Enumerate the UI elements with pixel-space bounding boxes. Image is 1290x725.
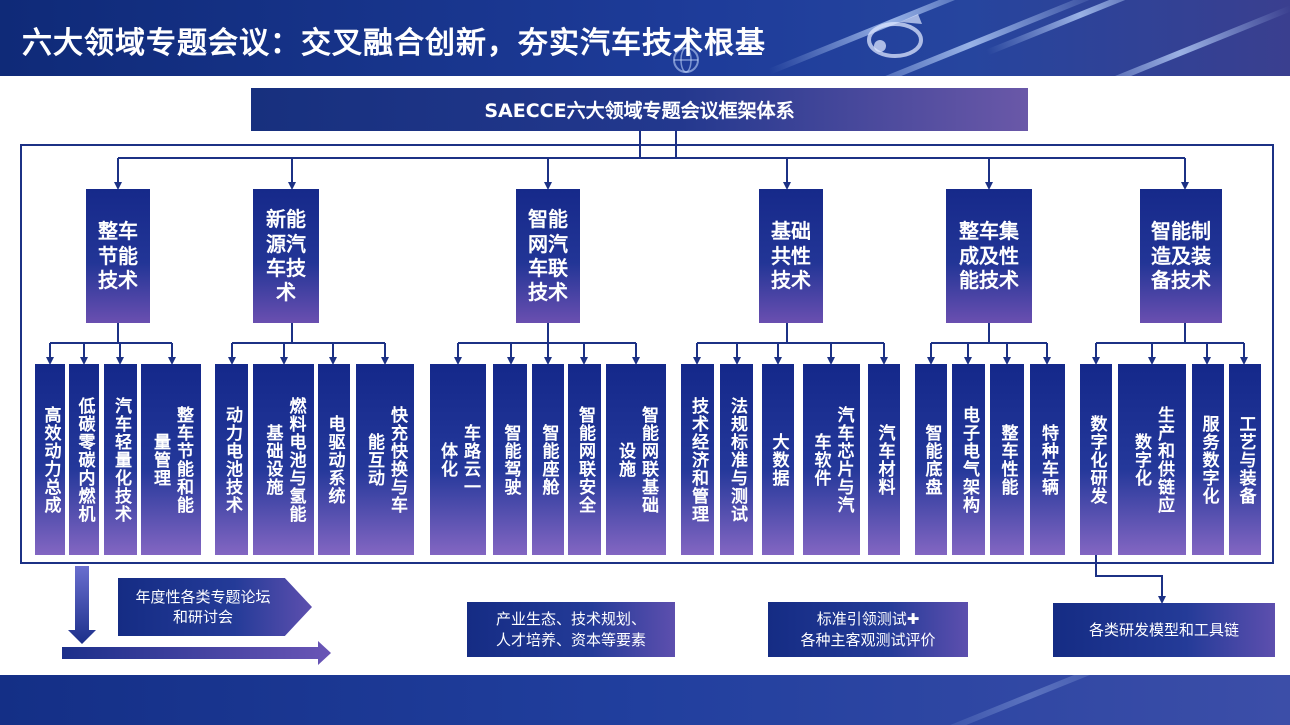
domain-label: 智能制 造及装 备技术 bbox=[1151, 219, 1211, 293]
subtopic-label: 大数据 bbox=[768, 432, 789, 487]
page-title: 六大领域专题会议：交叉融合创新，夯实汽车技术根基 bbox=[22, 26, 766, 61]
subtopic-label: 燃料电池与氢能基础设施 bbox=[262, 396, 306, 523]
subtopic-box: 电驱动系统 bbox=[318, 364, 350, 555]
subtopic-label: 智能网联安全 bbox=[574, 405, 595, 514]
subtopic-label: 法规标准与测试 bbox=[726, 396, 747, 523]
note-toolchain: 各类研发模型和工具链 bbox=[1053, 603, 1275, 657]
note-testing: 标准引领测试✚ 各种主客观测试评价 bbox=[768, 602, 968, 657]
subtopic-box: 汽车芯片与汽车软件 bbox=[803, 364, 860, 555]
subtopic-label: 电子电气架构 bbox=[958, 405, 979, 514]
subtopic-box: 智能底盘 bbox=[915, 364, 947, 555]
subtopic-box: 大数据 bbox=[762, 364, 794, 555]
subtopic-box: 快充快换与车能互动 bbox=[356, 364, 414, 555]
globe-icon bbox=[673, 47, 699, 73]
subtopic-box: 法规标准与测试 bbox=[720, 364, 753, 555]
subtopic-box: 汽车材料 bbox=[868, 364, 900, 555]
subtopic-label: 智能座舱 bbox=[538, 423, 559, 496]
subtopic-label: 智能驾驶 bbox=[500, 423, 521, 496]
subtopic-label: 电驱动系统 bbox=[324, 414, 345, 505]
subtopic-box: 汽车轻量化技术 bbox=[104, 364, 137, 555]
header-banner: 六大领域专题会议：交叉融合创新，夯实汽车技术根基 bbox=[0, 0, 1290, 76]
subtopic-box: 整车节能和能量管理 bbox=[141, 364, 201, 555]
subtopic-label: 汽车芯片与汽车软件 bbox=[810, 405, 854, 514]
subtopic-box: 数字化研发 bbox=[1080, 364, 1112, 555]
footer-band bbox=[0, 675, 1290, 725]
subtopic-box: 动力电池技术 bbox=[215, 364, 248, 555]
subtopic-label: 车路云一体化 bbox=[437, 423, 480, 496]
domain-intelligent-connected-vehicle: 智能 网汽 车联 技术 bbox=[516, 189, 580, 323]
decorative-streak bbox=[908, 675, 1152, 725]
domain-basic-common-tech: 基础 共性 技术 bbox=[759, 189, 823, 323]
subtopic-label: 整车节能和能量管理 bbox=[150, 405, 193, 514]
subtopic-box: 技术经济和管理 bbox=[681, 364, 714, 555]
subtopic-box: 特种车辆 bbox=[1030, 364, 1065, 555]
subtopic-label: 快充快换与车能互动 bbox=[364, 405, 407, 514]
subtopic-label: 动力电池技术 bbox=[221, 405, 242, 514]
subtopic-label: 智能网联基础设施 bbox=[615, 405, 658, 514]
subtopic-label: 智能底盘 bbox=[921, 423, 942, 496]
subtopic-label: 数字化研发 bbox=[1086, 414, 1107, 505]
car-logo-icon bbox=[867, 14, 923, 58]
domain-intelligent-manufacturing: 智能制 造及装 备技术 bbox=[1140, 189, 1222, 323]
subtopic-label: 汽车轻量化技术 bbox=[110, 396, 131, 523]
subtopic-box: 工艺与装备 bbox=[1229, 364, 1261, 555]
subtopic-box: 智能网联基础设施 bbox=[606, 364, 666, 555]
subtopic-box: 智能网联安全 bbox=[568, 364, 601, 555]
subtopic-label: 整车性能 bbox=[997, 423, 1018, 496]
subtopic-box: 整车性能 bbox=[990, 364, 1024, 555]
subtopic-box: 生产和供链应数字化 bbox=[1118, 364, 1186, 555]
framework-frame bbox=[20, 144, 1274, 564]
subtopic-box: 智能驾驶 bbox=[493, 364, 527, 555]
subtopic-box: 电子电气架构 bbox=[952, 364, 985, 555]
note-forum: 年度性各类专题论坛 和研讨会 bbox=[118, 578, 312, 636]
domain-label: 整车 节能 技术 bbox=[98, 219, 138, 293]
subtopic-box: 车路云一体化 bbox=[430, 364, 486, 555]
domain-label: 整车集 成及性 能技术 bbox=[959, 219, 1019, 293]
subtopic-box: 燃料电池与氢能基础设施 bbox=[253, 364, 314, 555]
subtopic-box: 低碳零碳内燃机 bbox=[69, 364, 99, 555]
subtopic-box: 服务数字化 bbox=[1192, 364, 1224, 555]
note-ecosystem: 产业生态、技术规划、 人才培养、资本等要素 bbox=[467, 602, 675, 657]
domain-vehicle-integration-performance: 整车集 成及性 能技术 bbox=[946, 189, 1032, 323]
domain-label: 基础 共性 技术 bbox=[771, 219, 811, 293]
domain-vehicle-energy-saving: 整车 节能 技术 bbox=[86, 189, 150, 323]
subtopic-label: 高效动力总成 bbox=[40, 405, 61, 514]
subtopic-label: 服务数字化 bbox=[1198, 414, 1219, 505]
subtopic-box: 智能座舱 bbox=[532, 364, 564, 555]
domain-label: 新能 源汽 车技 术 bbox=[266, 207, 306, 305]
subtopic-label: 特种车辆 bbox=[1037, 423, 1058, 496]
subtopic-label: 工艺与装备 bbox=[1235, 414, 1256, 505]
subtopic-label: 低碳零碳内燃机 bbox=[74, 396, 95, 523]
subtopic-label: 技术经济和管理 bbox=[687, 396, 708, 523]
framework-title: SAECCE六大领域专题会议框架体系 bbox=[251, 88, 1028, 131]
domain-label: 智能 网汽 车联 技术 bbox=[528, 207, 568, 305]
subtopic-box: 高效动力总成 bbox=[35, 364, 65, 555]
subtopic-label: 生产和供链应数字化 bbox=[1131, 405, 1174, 514]
subtopic-label: 汽车材料 bbox=[874, 423, 895, 496]
domain-new-energy-vehicle: 新能 源汽 车技 术 bbox=[253, 189, 319, 323]
